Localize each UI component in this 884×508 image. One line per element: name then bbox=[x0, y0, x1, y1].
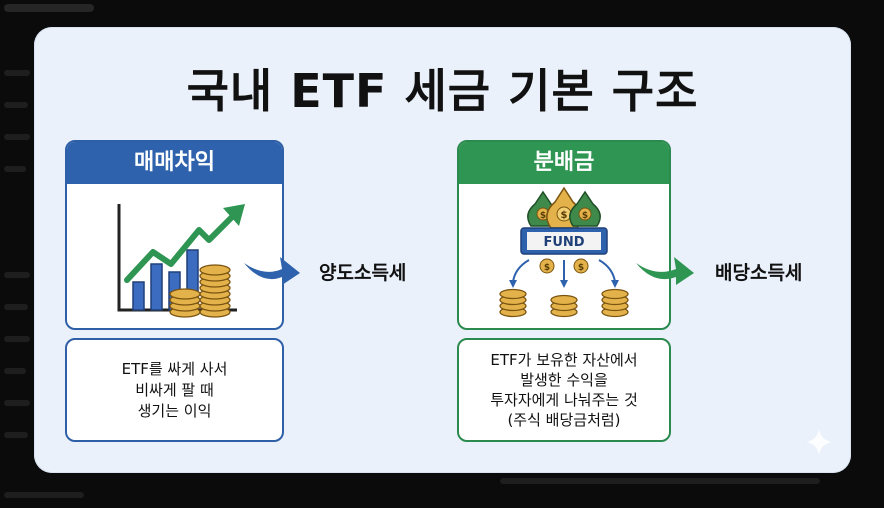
distribution-header: 분배금 bbox=[459, 142, 669, 184]
coin-stack-icon bbox=[499, 288, 629, 318]
desc-line: ETF를 싸게 사서 bbox=[121, 359, 228, 378]
blue-arrow-icon bbox=[244, 257, 300, 285]
growth-chart-icon bbox=[117, 204, 245, 318]
dividend-tax-label: 배당소득세 bbox=[715, 262, 803, 284]
desc-line: 비싸게 팔 때 bbox=[135, 380, 214, 399]
fund-label: FUND bbox=[543, 235, 584, 250]
fund-distribution-icon: $ $ $ FUND $ $ bbox=[499, 186, 629, 318]
money-bag-icon: $ $ $ bbox=[527, 186, 601, 229]
desc-line: 발생한 수익을 bbox=[520, 371, 608, 389]
capital-gain-description: ETF를 싸게 사서 비싸게 팔 때 생기는 이익 bbox=[65, 338, 284, 442]
infographic-card: 국내 ETF 세금 기본 구조 매매차익 bbox=[34, 27, 851, 473]
svg-text:$: $ bbox=[540, 211, 546, 221]
capital-gain-header: 매매차익 bbox=[67, 142, 282, 184]
svg-text:$: $ bbox=[544, 263, 550, 273]
sparkle-icon bbox=[806, 429, 832, 455]
desc-line: ETF가 보유한 자산에서 bbox=[490, 351, 638, 369]
svg-text:$: $ bbox=[578, 263, 584, 273]
diagram-title: 국내 ETF 세금 기본 구조 bbox=[186, 64, 699, 118]
desc-line: (주식 배당금처럼) bbox=[507, 411, 621, 429]
desc-line: 생기는 이익 bbox=[137, 401, 212, 420]
fund-banner-icon: FUND bbox=[520, 227, 608, 255]
capital-gains-tax-label: 양도소득세 bbox=[319, 262, 407, 284]
distribution-description: ETF가 보유한 자산에서 발생한 수익을 투자자에게 나눠주는 것 (주식 배… bbox=[457, 338, 671, 442]
desc-line: 투자자에게 나눠주는 것 bbox=[490, 391, 638, 409]
distribution-panel: 분배금 $ $ $ FUND bbox=[457, 140, 671, 330]
coin-stack-icon bbox=[169, 264, 231, 318]
svg-text:$: $ bbox=[561, 210, 568, 221]
green-arrow-icon bbox=[636, 257, 694, 285]
capital-gain-panel: 매매차익 bbox=[65, 140, 284, 330]
svg-text:$: $ bbox=[582, 211, 588, 221]
